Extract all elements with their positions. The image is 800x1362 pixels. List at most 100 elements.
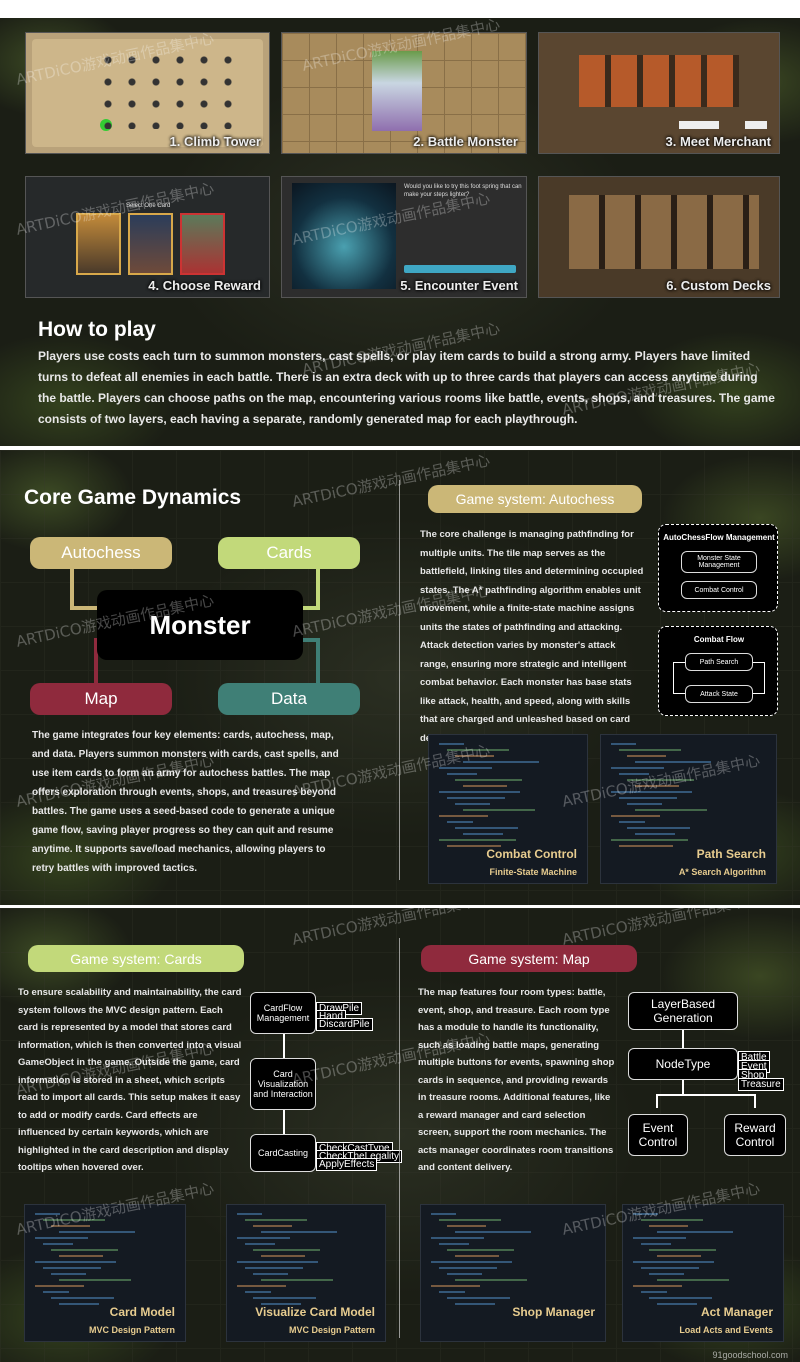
code-line <box>439 767 492 769</box>
code-act-manager: Act Manager Load Acts and Events <box>622 1204 784 1342</box>
code-line <box>635 809 707 811</box>
code-line <box>641 1267 699 1269</box>
code-line <box>237 1285 286 1287</box>
code-line <box>245 1267 303 1269</box>
cards-header: Game system: Cards <box>28 945 244 972</box>
code-line <box>447 845 501 847</box>
code-line <box>35 1213 60 1215</box>
node-type-slot: Treasure <box>738 1078 784 1091</box>
combat-flow-title: Combat Flow <box>693 635 745 644</box>
code-line <box>43 1219 105 1221</box>
reward-card-1[interactable] <box>76 213 121 275</box>
pile-slot: DiscardPile <box>316 1018 373 1031</box>
code-line <box>245 1243 275 1245</box>
reward-card-3[interactable] <box>180 213 225 275</box>
code-line <box>447 749 509 751</box>
code-line <box>35 1285 84 1287</box>
code-line <box>649 1273 684 1275</box>
code-line <box>635 833 675 835</box>
code-label: Act Manager <box>700 1305 773 1319</box>
code-sub: MVC Design Pattern <box>288 1325 375 1335</box>
code-line <box>611 791 692 793</box>
code-line <box>59 1303 99 1305</box>
code-line <box>641 1243 671 1245</box>
monster-state-box: Monster State Management <box>681 551 757 573</box>
code-line <box>657 1255 701 1257</box>
code-line <box>51 1297 114 1299</box>
code-line <box>649 1249 716 1251</box>
code-line <box>463 785 507 787</box>
code-sub: A* Search Algorithm <box>678 867 766 877</box>
code-line <box>253 1273 288 1275</box>
code-line <box>43 1267 101 1269</box>
code-line <box>261 1303 301 1305</box>
code-line <box>455 755 494 757</box>
caption-encounter-event: 5. Encounter Event <box>400 278 518 293</box>
code-line <box>641 1219 703 1221</box>
code-line <box>59 1231 135 1233</box>
code-line <box>447 773 477 775</box>
autochess-pill: Autochess <box>30 537 172 569</box>
check-slot: ApplyEffects <box>316 1158 378 1171</box>
layer-generation-box: LayerBased Generation <box>628 992 738 1030</box>
merchant-button[interactable] <box>679 121 719 129</box>
code-line <box>447 821 473 823</box>
screenshot-custom-decks: 6. Custom Decks <box>538 176 780 298</box>
code-line <box>35 1261 116 1263</box>
code-line <box>463 833 503 835</box>
code-line <box>431 1237 484 1239</box>
code-card-model: Card Model MVC Design Pattern <box>24 1204 186 1342</box>
autochess-flow-title: AutoChessFlow Management <box>663 533 775 542</box>
code-line <box>627 779 694 781</box>
reward-card-2[interactable] <box>128 213 173 275</box>
monster-core: Monster <box>97 590 303 660</box>
map-text: The map features four room types: battle… <box>418 987 615 1173</box>
code-line <box>35 1237 88 1239</box>
code-line <box>439 1267 497 1269</box>
code-label: Card Model <box>109 1305 175 1319</box>
core-dynamics-title: Core Game Dynamics <box>24 486 242 509</box>
code-line <box>635 785 679 787</box>
code-line <box>657 1279 729 1281</box>
code-line <box>237 1261 318 1263</box>
code-line <box>619 749 681 751</box>
code-visualize-card: Visualize Card Model MVC Design Pattern <box>226 1204 386 1342</box>
event-choice-button[interactable] <box>404 265 516 273</box>
footer-site: 91goodschool.com <box>712 1350 788 1360</box>
screenshot-battle-monster: 2. Battle Monster <box>281 32 527 154</box>
code-line <box>611 839 688 841</box>
autochess-text: The core challenge is managing pathfindi… <box>420 529 644 744</box>
code-line <box>43 1243 73 1245</box>
code-line <box>431 1261 512 1263</box>
screenshot-choose-reward: Select One Card 4. Choose Reward <box>25 176 270 298</box>
cardcasting-box: CardCasting <box>250 1134 316 1172</box>
screenshot-meet-merchant: 3. Meet Merchant <box>538 32 780 154</box>
code-line <box>455 779 522 781</box>
how-to-play-text: Players use costs each turn to summon mo… <box>38 349 775 426</box>
code-line <box>649 1297 712 1299</box>
code-line <box>253 1225 292 1227</box>
card-visualization-box: Card Visualization and Interaction <box>250 1058 316 1110</box>
code-line <box>627 755 666 757</box>
core-dynamics-text: The game integrates four key elements: c… <box>32 730 339 874</box>
code-line <box>261 1231 337 1233</box>
code-line <box>51 1249 118 1251</box>
how-to-play-title: How to play <box>38 318 156 341</box>
code-line <box>633 1213 658 1215</box>
code-line <box>237 1237 290 1239</box>
code-line <box>245 1291 271 1293</box>
code-line <box>619 773 649 775</box>
leave-button[interactable] <box>745 121 767 129</box>
code-line <box>59 1255 103 1257</box>
map-pill: Map <box>30 683 172 715</box>
cards-pill: Cards <box>218 537 360 569</box>
code-line <box>649 1225 688 1227</box>
code-line <box>245 1219 307 1221</box>
code-line <box>627 803 662 805</box>
caption-climb-tower: 1. Climb Tower <box>169 134 262 149</box>
code-label: Shop Manager <box>512 1305 595 1319</box>
code-line <box>611 815 660 817</box>
code-line <box>633 1261 714 1263</box>
code-line <box>463 809 535 811</box>
code-line <box>51 1225 90 1227</box>
